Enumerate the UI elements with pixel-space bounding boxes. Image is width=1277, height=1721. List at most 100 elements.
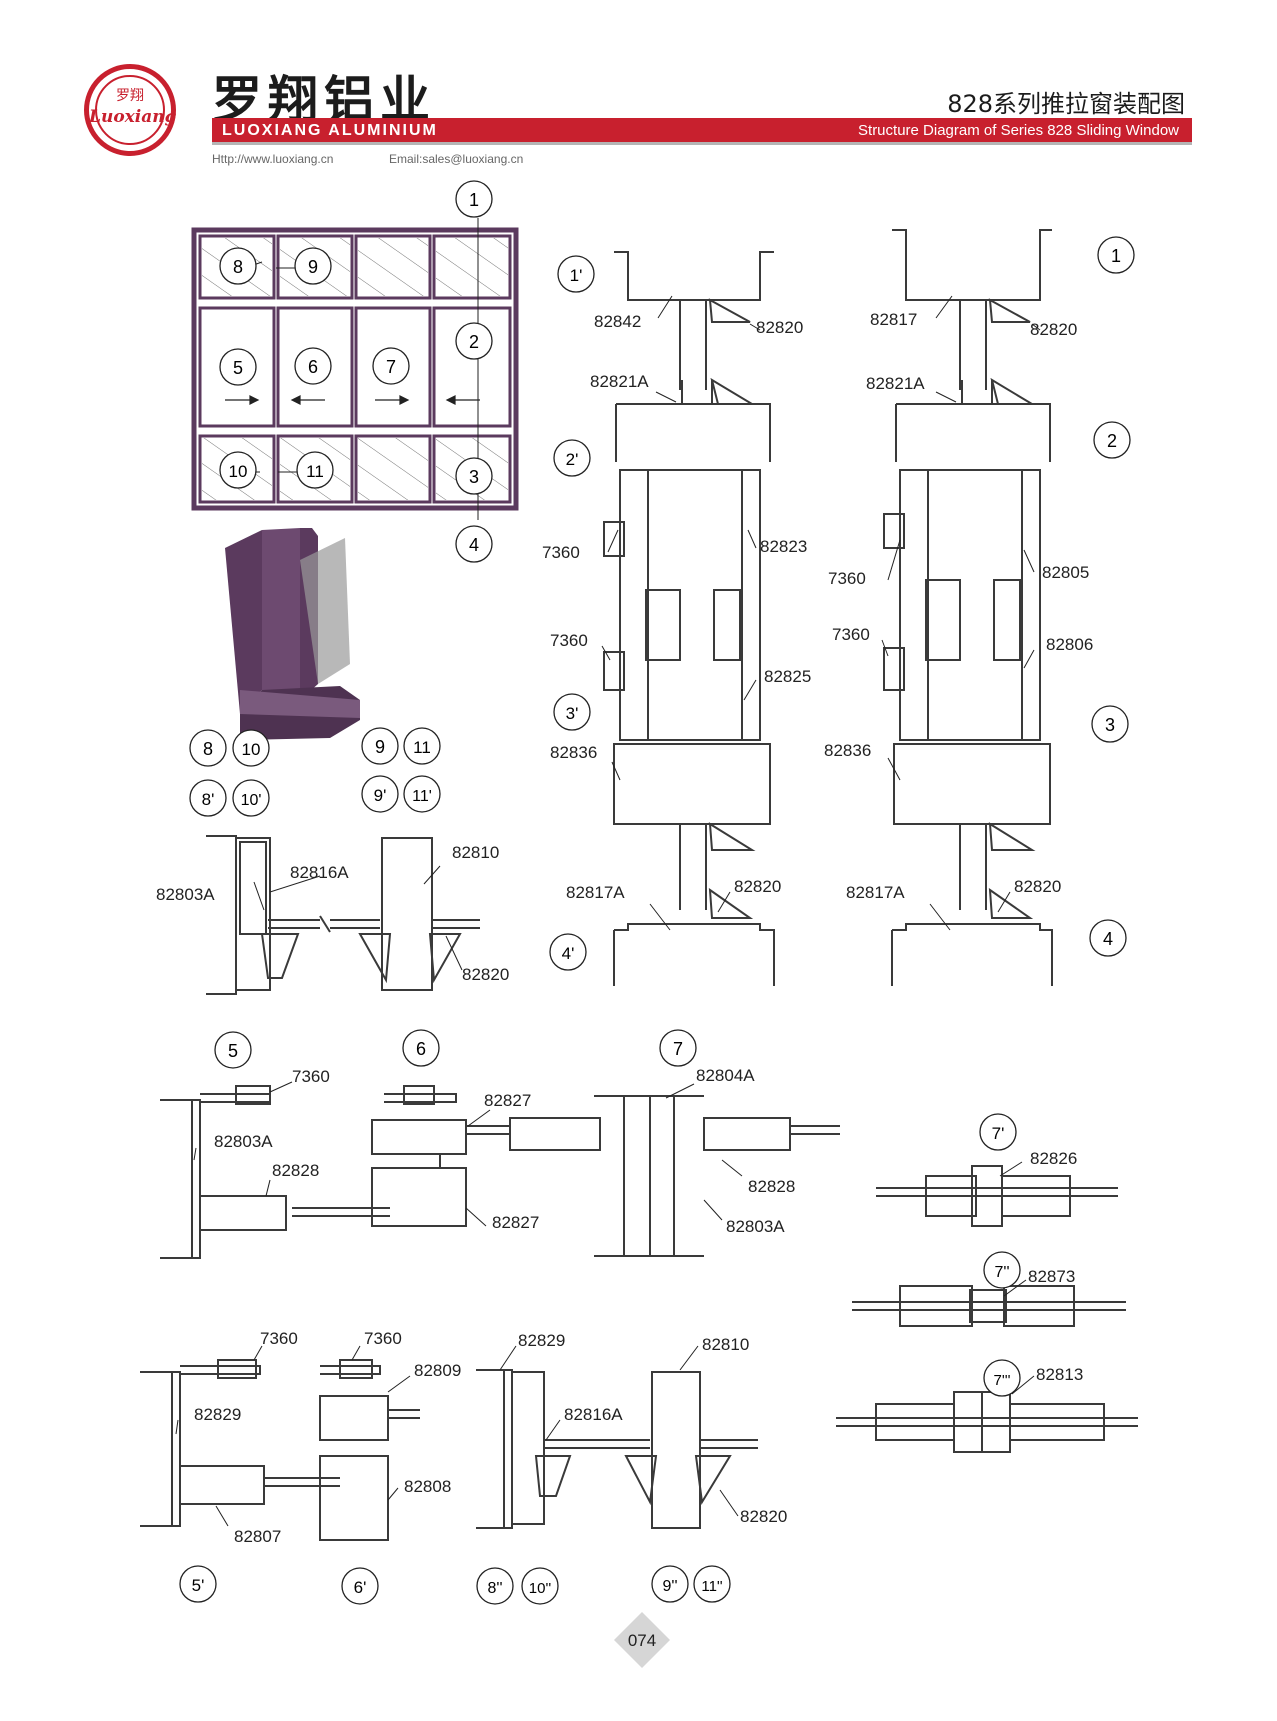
callout-4: 4 <box>455 525 493 563</box>
marker-b-4: 4 <box>1089 919 1127 957</box>
horizontal-section-7-prime <box>876 1165 1118 1227</box>
svg-text:11'': 11'' <box>701 1578 722 1595</box>
label-82820-e: 82820 <box>1014 877 1061 896</box>
label-82827-a: 82827 <box>484 1091 531 1110</box>
label-7360-d: 7360 <box>832 625 870 644</box>
callout-11: 11 <box>296 451 334 489</box>
callout-6: 6 <box>294 347 332 385</box>
marker-b-2: 2 <box>1093 421 1131 459</box>
label-82828-b: 82828 <box>748 1177 795 1196</box>
svg-text:1: 1 <box>1111 246 1121 266</box>
company-logo: 罗翔 Luoxiang <box>84 64 177 156</box>
marker-5: 5 <box>214 1031 252 1069</box>
svg-text:9: 9 <box>375 737 385 757</box>
label-82817A-b: 82817A <box>846 883 905 902</box>
marker-b-1: 1 <box>1097 236 1135 274</box>
label-82803A-b: 82803A <box>214 1132 273 1151</box>
svg-text:7'': 7'' <box>994 1264 1009 1281</box>
label-82820-f: 82820 <box>740 1507 787 1526</box>
svg-text:3: 3 <box>469 467 479 487</box>
label-7360-e: 7360 <box>292 1067 330 1086</box>
logo-en-text: Luoxiang <box>89 107 177 127</box>
svg-text:8: 8 <box>233 257 243 277</box>
label-82803A-a: 82803A <box>156 885 215 904</box>
brand-name-en: LUOXIANG ALUMINIUM <box>222 122 438 139</box>
svg-text:11': 11' <box>412 788 432 805</box>
header-red-bar <box>212 118 1192 142</box>
callout-10: 10 <box>219 451 257 489</box>
svg-text:5: 5 <box>228 1041 238 1061</box>
vertical-section-a <box>603 251 775 986</box>
label-7360-g: 7360 <box>364 1329 402 1348</box>
label-82816A-a: 82816A <box>290 863 349 882</box>
label-82816A-b: 82816A <box>564 1405 623 1424</box>
callout-3: 3 <box>455 457 493 495</box>
page-title-en: Structure Diagram of Series 828 Sliding … <box>858 122 1179 139</box>
svg-text:4: 4 <box>469 535 479 555</box>
label-82827-b: 82827 <box>492 1213 539 1232</box>
marker-4-prime: 4' <box>549 933 587 971</box>
label-82805: 82805 <box>1042 563 1089 582</box>
marker-6: 6 <box>402 1029 440 1067</box>
svg-text:7''': 7''' <box>994 1372 1011 1389</box>
svg-text:6: 6 <box>308 357 318 377</box>
label-82806: 82806 <box>1046 635 1093 654</box>
svg-text:10'': 10'' <box>529 1580 552 1597</box>
label-82825: 82825 <box>764 667 811 686</box>
label-82828-a: 82828 <box>272 1161 319 1180</box>
section-8-10 <box>206 835 331 995</box>
svg-text:6': 6' <box>354 1578 367 1597</box>
website-text: Http://www.luoxiang.cn <box>212 152 334 166</box>
marker-6-prime: 6' <box>341 1567 379 1605</box>
svg-text:11: 11 <box>306 462 324 481</box>
label-82836-b: 82836 <box>824 741 871 760</box>
marker-9: 9 <box>361 727 399 765</box>
label-82809: 82809 <box>414 1361 461 1380</box>
profile-3d-sample <box>225 528 360 740</box>
marker-9-double-prime: 9'' <box>651 1565 689 1603</box>
callout-5: 5 <box>219 348 257 386</box>
label-7360-f: 7360 <box>260 1329 298 1348</box>
page-number-badge: 074 <box>614 1612 670 1668</box>
label-82803A-c: 82803A <box>726 1217 785 1236</box>
label-82810-a: 82810 <box>452 843 499 862</box>
marker-7: 7 <box>659 1029 697 1067</box>
label-82829-b: 82829 <box>518 1331 565 1350</box>
horizontal-section-5 <box>160 1085 390 1259</box>
svg-text:9': 9' <box>374 786 387 805</box>
marker-8-prime: 8' <box>189 779 227 817</box>
email-text: Email:sales@luoxiang.cn <box>389 152 524 166</box>
svg-text:10: 10 <box>229 462 248 481</box>
label-82807: 82807 <box>234 1527 281 1546</box>
marker-11-double-prime: 11'' <box>693 1565 731 1603</box>
page-number: 074 <box>628 1631 656 1650</box>
label-82820-b: 82820 <box>756 318 803 337</box>
label-82821A-a: 82821A <box>590 372 649 391</box>
svg-text:9'': 9'' <box>662 1578 677 1595</box>
label-82817A-a: 82817A <box>566 883 625 902</box>
label-82813: 82813 <box>1036 1365 1083 1384</box>
marker-10-double-prime: 10'' <box>521 1567 559 1605</box>
svg-text:4: 4 <box>1103 929 1113 949</box>
marker-10-prime: 10' <box>232 779 270 817</box>
marker-10: 10 <box>232 729 270 767</box>
marker-2-prime: 2' <box>553 439 591 477</box>
svg-text:8': 8' <box>202 790 215 809</box>
svg-text:5: 5 <box>233 358 243 378</box>
svg-text:6: 6 <box>416 1039 426 1059</box>
marker-11-prime: 11' <box>403 775 441 813</box>
label-82823: 82823 <box>760 537 807 556</box>
callout-9: 9 <box>294 247 332 285</box>
label-7360-c: 7360 <box>828 569 866 588</box>
label-82817: 82817 <box>870 310 917 329</box>
label-82829-a: 82829 <box>194 1405 241 1424</box>
horizontal-section-7 <box>594 1095 840 1257</box>
marker-3-prime: 3' <box>553 693 591 731</box>
svg-text:1: 1 <box>469 190 479 210</box>
svg-text:11: 11 <box>413 738 431 757</box>
svg-text:9: 9 <box>308 257 318 277</box>
svg-text:7: 7 <box>386 357 396 377</box>
label-82821A-b: 82821A <box>866 374 925 393</box>
label-82804A: 82804A <box>696 1066 755 1085</box>
label-82810-b: 82810 <box>702 1335 749 1354</box>
